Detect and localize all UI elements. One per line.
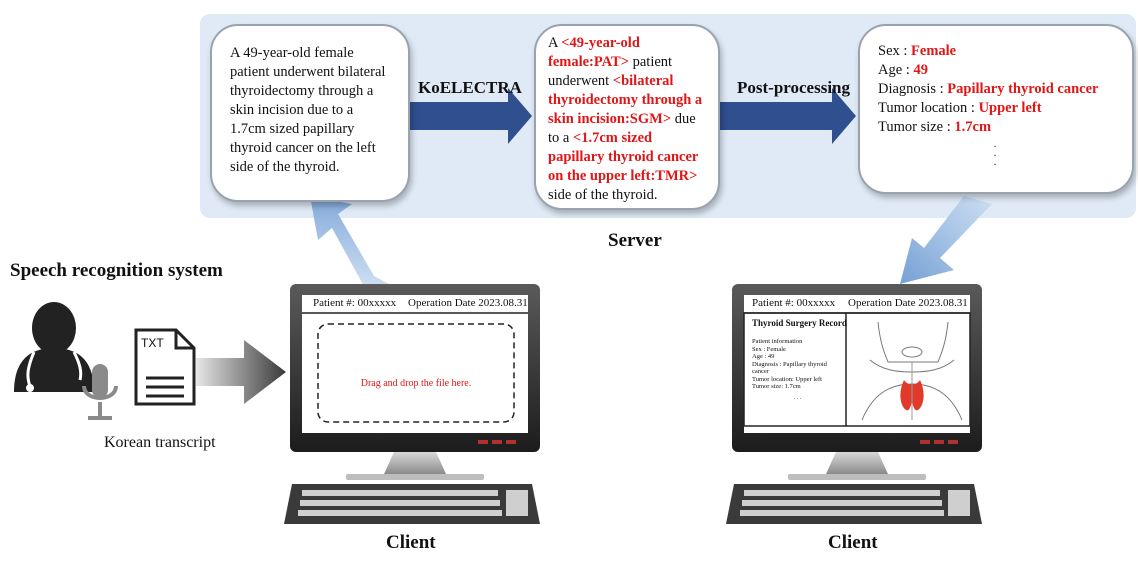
input-line: A 49-year-old female: [230, 45, 354, 61]
thyroid-illustration: [861, 321, 963, 421]
koelectra-arrow: [410, 88, 532, 144]
tagged-mid1: patient underwent: [548, 54, 673, 89]
right-patient-id: Patient #: 00xxxxx: [752, 297, 836, 309]
output-field-age: Age : 49: [878, 62, 928, 78]
record-ellipsis: . . .: [794, 394, 802, 401]
upload-arrow: [310, 196, 400, 290]
input-line: skin incision due to a: [230, 102, 354, 118]
input-line: patient underwent bilateral: [230, 64, 386, 80]
txt-file-label: TXT: [141, 336, 164, 350]
koelectra-label: KoELECTRA: [418, 78, 522, 97]
input-line: thyroid cancer on the left: [230, 140, 376, 156]
microphone-icon: [82, 364, 118, 420]
file-drop-zone[interactable]: Drag and drop the file here.: [360, 378, 472, 389]
postprocessing-arrow: [720, 88, 856, 144]
doctor-icon: [14, 302, 94, 392]
download-arrow: [900, 196, 992, 284]
record-line: Tumor location: Upper left: [752, 375, 822, 383]
speech-system-title: Speech recognition system: [10, 260, 223, 281]
file-transfer-arrow: [196, 340, 286, 404]
output-field-size: Tumor size : 1.7cm: [878, 119, 992, 135]
output-ellipsis: . . .: [993, 139, 997, 168]
tagged-suffix: side of the thyroid.: [548, 187, 658, 203]
record-line: Age : 49: [752, 353, 775, 360]
input-line: 1.7cm sized papillary: [230, 121, 355, 137]
sgm-tag: <bilateral thyroidectomy through a skin …: [548, 73, 703, 127]
tmr-tag: <1.7cm sized papillary thyroid cancer on…: [548, 130, 699, 184]
input-line: side of the thyroid.: [230, 159, 340, 175]
left-client-label: Client: [386, 532, 436, 553]
pat-tag: <49-year-old female:PAT>: [548, 35, 640, 70]
output-field-sex: Sex : Female: [878, 43, 957, 59]
korean-transcript-label: Korean transcript: [104, 434, 216, 451]
input-line: thyroidectomy through a: [230, 83, 374, 99]
right-monitor: [726, 284, 982, 524]
postprocessing-label: Post-processing: [737, 78, 851, 97]
record-title: Thyroid Surgery Record: [752, 318, 847, 328]
left-monitor: [284, 284, 540, 524]
server-label: Server: [608, 230, 662, 251]
tagged-mid2: due to a: [548, 111, 696, 146]
structured-output-bubble: Sex : Female Age : 49 Diagnosis : Papill…: [858, 24, 1134, 194]
input-text-bubble: A 49-year-old female patient underwent b…: [210, 24, 410, 202]
txt-file-icon: [134, 328, 196, 406]
right-client-label: Client: [828, 532, 878, 553]
record-line: cancer: [752, 368, 769, 375]
left-operation-date: Operation Date 2023.08.31: [408, 297, 528, 309]
tagged-text-bubble: A <49-year-old female:PAT> patient under…: [534, 24, 720, 210]
record-line: Patient information: [752, 338, 803, 345]
output-field-diagnosis: Diagnosis : Papillary thyroid cancer: [878, 81, 1099, 97]
right-operation-date: Operation Date 2023.08.31: [848, 297, 968, 309]
record-details: Patient information Sex : Female Age : 4…: [752, 338, 827, 401]
record-line: Tumor size: 1.7cm: [752, 383, 801, 390]
record-line: Sex : Female: [752, 345, 786, 353]
output-field-location: Tumor location : Upper left: [878, 100, 1042, 116]
left-patient-id: Patient #: 00xxxxx: [313, 297, 397, 309]
record-line: Diagnosis : Papillary thyroid: [752, 360, 827, 368]
tagged-prefix: A: [548, 35, 562, 51]
